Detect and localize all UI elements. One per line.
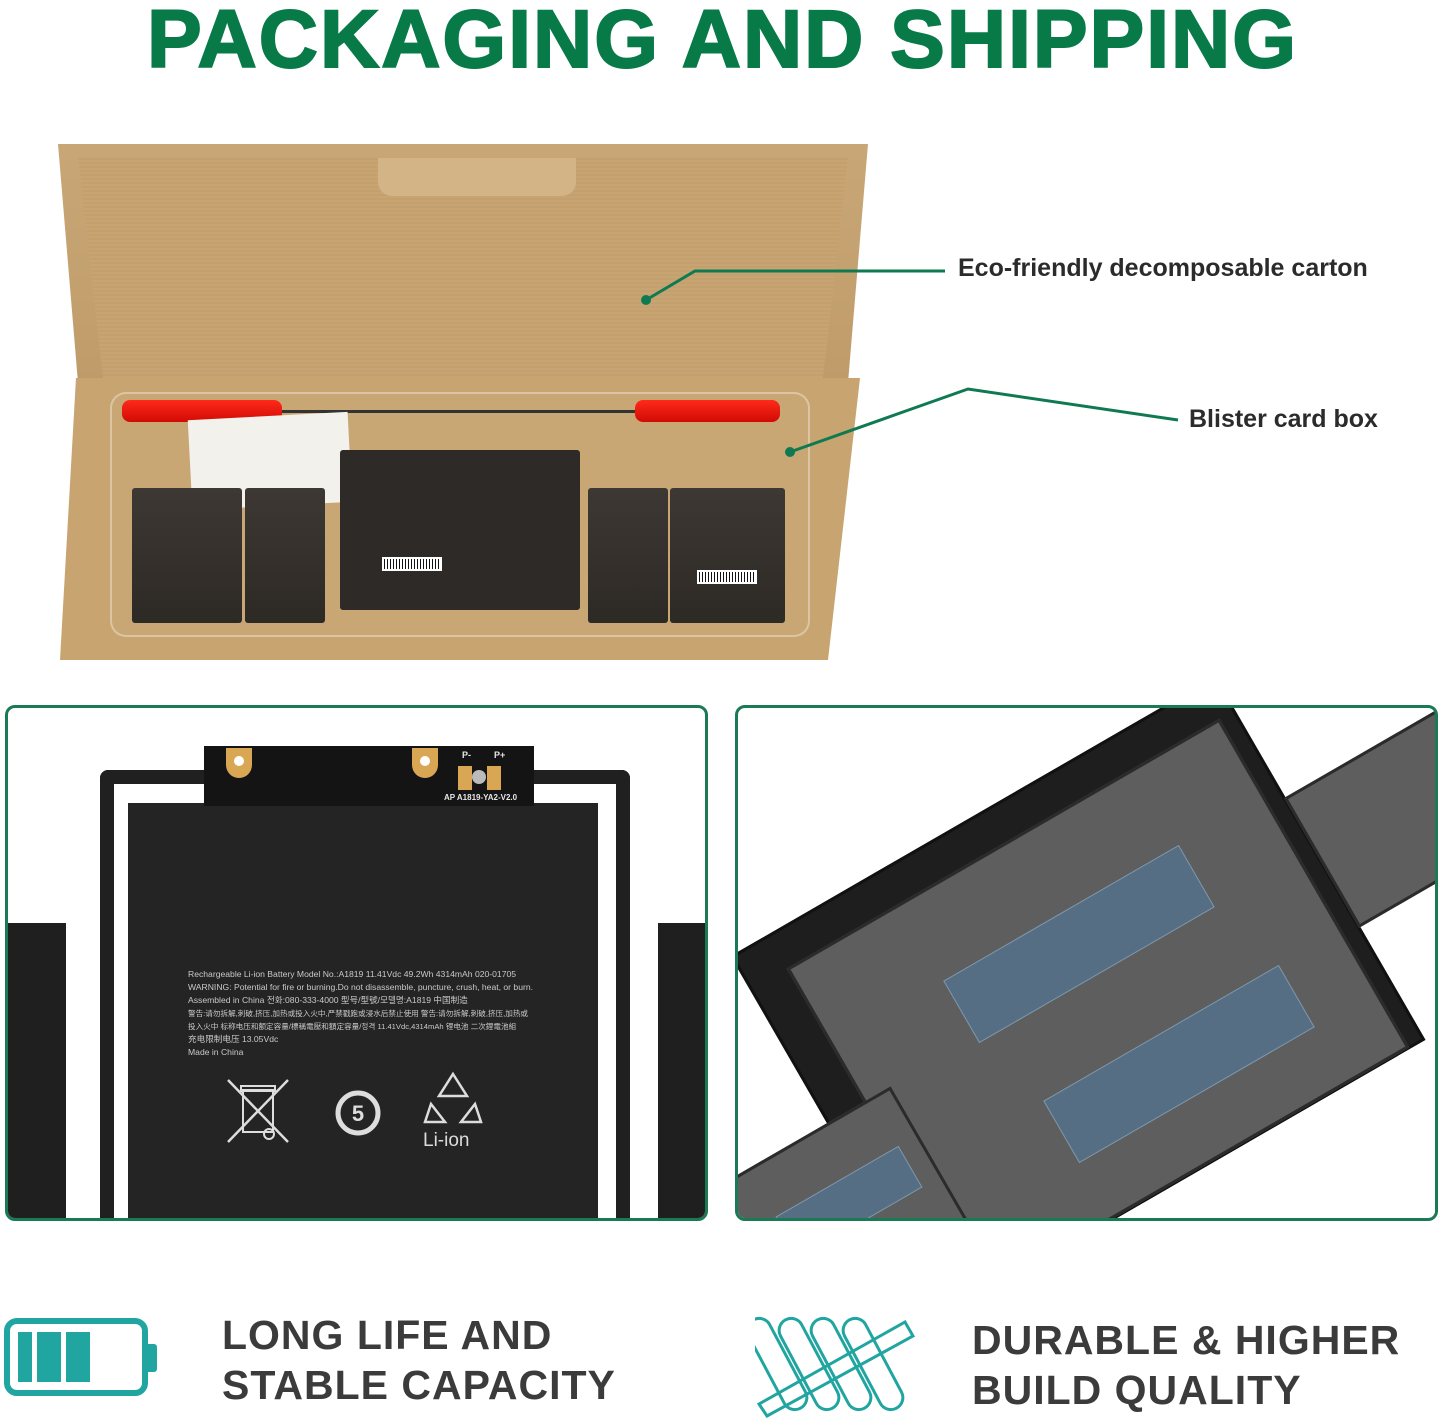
mount-pad xyxy=(412,748,438,778)
efup-5-icon: 5 xyxy=(335,1090,381,1136)
feature-line: STABLE CAPACITY xyxy=(222,1362,616,1408)
battery-front-panel: P- P+ AP A1819-YA2-V2.0 Rechargeable Li-… xyxy=(5,705,708,1221)
battery-cell xyxy=(132,488,242,623)
barcode-label xyxy=(697,570,757,584)
li-ion-label: Li-ion xyxy=(423,1130,470,1151)
spec-line: 充电限制电压 13.05Vdc xyxy=(188,1034,279,1044)
carton-tab xyxy=(378,158,576,196)
packaging-photo xyxy=(0,100,1445,690)
callout-carton: Eco-friendly decomposable carton xyxy=(958,254,1368,282)
contact-pad-pos xyxy=(487,766,501,790)
battery-cell-center xyxy=(340,450,580,610)
contact-pad-neg xyxy=(458,766,472,790)
battery-cell xyxy=(245,488,325,623)
screw-icon xyxy=(472,770,486,784)
battery-angled-panel xyxy=(735,705,1438,1221)
feature-line: LONG LIFE AND xyxy=(222,1312,553,1358)
twisted-wire-icon xyxy=(755,1316,915,1418)
feature-long-life: LONG LIFE AND STABLE CAPACITY xyxy=(222,1310,616,1410)
battery-body xyxy=(128,803,598,1218)
screwdriver-shaft xyxy=(280,410,640,413)
pin-pos-label: P+ xyxy=(494,750,506,760)
feature-durable: DURABLE & HIGHER BUILD QUALITY xyxy=(972,1315,1400,1415)
callout-blister: Blister card box xyxy=(1189,405,1378,433)
spec-line: 警告:请勿拆解,刺破,挤压,加热或投入火中,严禁戳跑或浸水后禁止使用 警告:请勿… xyxy=(188,1009,529,1018)
weee-crossed-bin-icon xyxy=(227,1079,289,1143)
feature-line: DURABLE & HIGHER xyxy=(972,1317,1401,1363)
battery-cell xyxy=(588,488,668,623)
side-cell-left xyxy=(8,923,66,1218)
callout-lines xyxy=(641,269,1179,457)
spec-line: Made in China xyxy=(188,1047,244,1057)
board-code: AP A1819-YA2-V2.0 xyxy=(444,793,518,802)
page-title: PACKAGING AND SHIPPING xyxy=(146,0,1299,85)
spec-line: Rechargeable Li-ion Battery Model No.:A1… xyxy=(188,969,517,979)
svg-text:5: 5 xyxy=(352,1101,364,1126)
spec-line: 投入火中 标称电压和额定容量/標稱電壓和額定容量/정격 11.41Vdc,431… xyxy=(188,1022,517,1031)
pin-neg-label: P- xyxy=(462,750,471,760)
battery-spec-label: Rechargeable Li-ion Battery Model No.:A1… xyxy=(188,968,558,1059)
mount-pad xyxy=(226,748,252,778)
spec-line: WARNING: Potential for fire or burning.D… xyxy=(188,982,534,992)
side-cell-right xyxy=(658,923,705,1218)
pcb-connector: P- P+ AP A1819-YA2-V2.0 xyxy=(204,746,534,806)
screwdriver-right xyxy=(635,400,780,422)
spec-line: Assembled in China 전화:080-333-4000 型号/型號… xyxy=(188,995,468,1005)
battery-cell xyxy=(670,488,785,623)
feature-line: BUILD QUALITY xyxy=(972,1367,1302,1413)
battery-icon xyxy=(4,1318,157,1396)
recycle-icon xyxy=(423,1071,483,1124)
barcode-label xyxy=(382,557,442,571)
